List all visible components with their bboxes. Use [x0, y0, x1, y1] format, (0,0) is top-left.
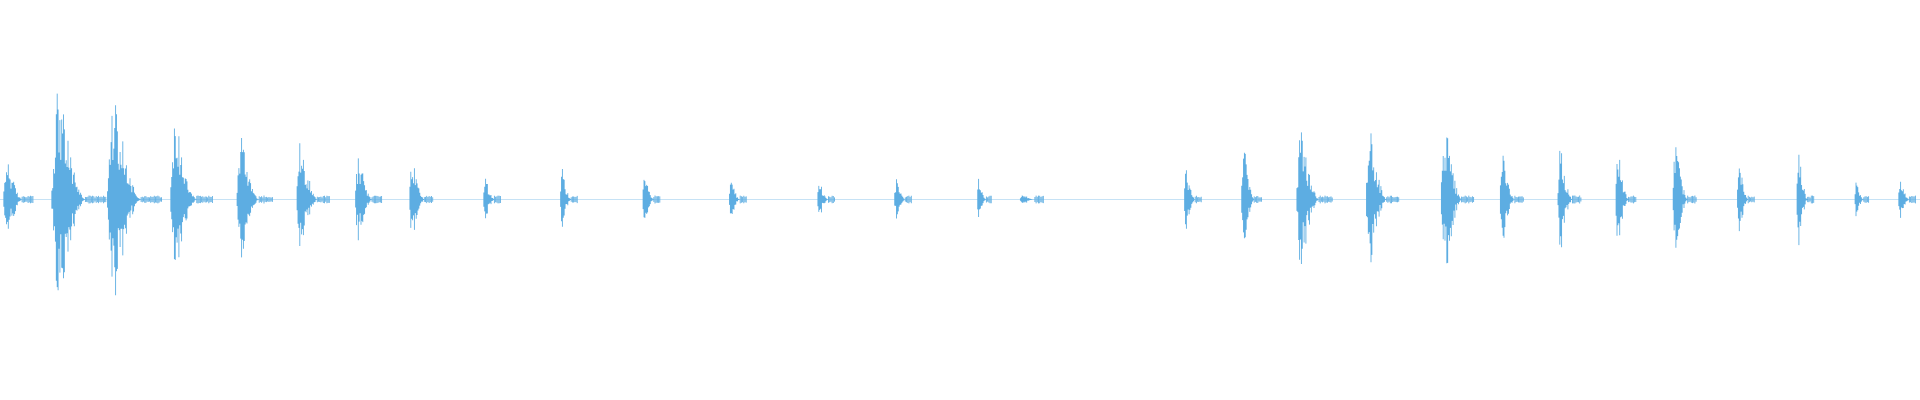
- waveform-burst: [642, 179, 661, 218]
- waveform-burst: [1296, 132, 1333, 264]
- waveform-burst: [1241, 152, 1262, 239]
- waveform-burst: [409, 168, 434, 230]
- waveform-burst: [560, 169, 578, 227]
- waveform-burst: [170, 128, 213, 260]
- waveform-bursts: [3, 93, 1916, 296]
- waveform-burst: [1615, 159, 1637, 236]
- waveform-burst: [1184, 170, 1202, 229]
- waveform-burst: [1854, 182, 1870, 217]
- waveform-burst: [817, 185, 835, 213]
- waveform-burst: [977, 178, 992, 217]
- waveform-burst: [296, 143, 330, 246]
- waveform-burst: [1796, 154, 1815, 246]
- waveform-burst: [1499, 155, 1524, 238]
- waveform-burst: [3, 164, 34, 229]
- waveform-burst: [1019, 195, 1044, 204]
- waveform-burst: [1737, 168, 1755, 232]
- waveform-burst: [894, 179, 912, 219]
- waveform-burst: [236, 138, 273, 258]
- waveform-burst: [483, 178, 501, 219]
- waveform-burst: [1672, 147, 1697, 248]
- waveform-burst: [1898, 181, 1916, 218]
- waveform-burst: [1366, 133, 1400, 263]
- waveform-burst: [51, 93, 107, 291]
- waveform-burst: [1557, 150, 1582, 248]
- waveform-burst: [107, 105, 162, 296]
- waveform-burst: [1440, 137, 1475, 264]
- waveform-burst: [355, 158, 383, 241]
- waveform-burst: [729, 182, 747, 214]
